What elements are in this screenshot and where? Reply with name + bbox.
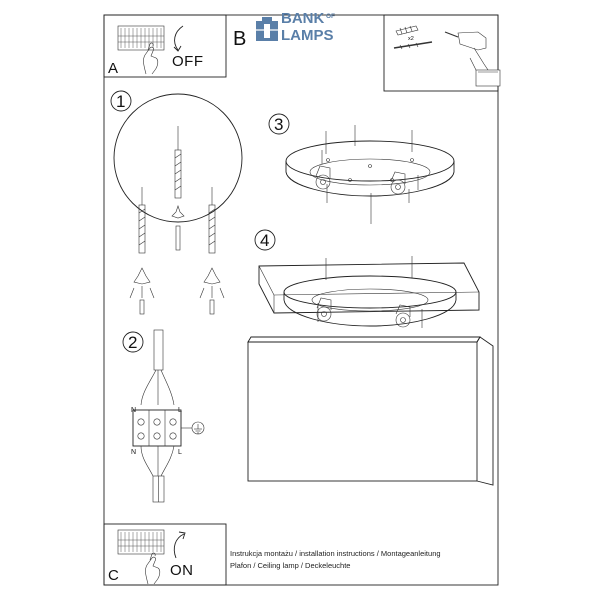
panel-a-state: OFF <box>172 53 204 70</box>
svg-text:2: 2 <box>128 333 137 352</box>
arrow-down-icon <box>173 25 184 52</box>
bank-of-lamps-logo: BANK OF LAMPS <box>256 10 335 44</box>
step-4-badge: 4 <box>254 229 276 251</box>
quantity-label: x2 <box>408 36 414 42</box>
step-1-badge: 1 <box>110 90 132 112</box>
ground-symbol-icon <box>181 421 205 435</box>
footer: Instrukcja montażu / installation instru… <box>230 549 441 570</box>
lamp-socket-right-mounted <box>395 304 411 328</box>
panel-a-switch-off: A OFF <box>103 14 227 78</box>
logo-of: OF <box>326 13 335 20</box>
plate-screws <box>321 125 419 224</box>
ceiling-board <box>258 262 480 314</box>
wire-label-live-bottom: L <box>178 449 182 456</box>
wire-label-neutral-top: N <box>131 407 136 414</box>
detail-circle <box>113 93 243 223</box>
step-4-shade-assembly: 4 <box>247 229 494 486</box>
panel-c-letter: C <box>108 567 119 584</box>
step-3-badge: 3 <box>268 113 290 135</box>
wall-plug-icon <box>395 25 419 36</box>
step-3-mounting-plate: 3 <box>268 113 455 224</box>
footer-product: Plafon / Ceiling lamp / Deckeleuchte <box>230 561 350 570</box>
anchor-bolt-left <box>129 187 155 315</box>
cable-bottom <box>140 445 175 503</box>
panel-c-switch-on: C ON <box>103 523 227 586</box>
logo-line-2: LAMPS <box>281 27 334 44</box>
tools-box <box>383 14 499 92</box>
hand-icon <box>143 42 159 75</box>
footer-instructions: Instrukcja montażu / installation instru… <box>230 549 441 558</box>
wire-label-live-top: L <box>178 407 182 414</box>
page-frame <box>103 14 499 586</box>
panel-a-letter: A <box>108 60 118 77</box>
cable-top <box>140 329 175 406</box>
lamp-socket-right <box>390 171 406 195</box>
anchor-bolt-center <box>171 126 185 251</box>
panel-b-tools: B BANK OF LAMPS x2 <box>233 10 501 92</box>
step-2-wiring: 2 N L N L <box>122 329 205 503</box>
ceiling-plate <box>285 140 455 197</box>
drill-icon <box>444 31 501 87</box>
terminal-block-icon <box>117 25 165 51</box>
svg-text:3: 3 <box>274 115 283 134</box>
panel-c-state: ON <box>170 562 194 579</box>
lamp-shade-box <box>247 336 494 486</box>
panel-c-frame <box>103 523 227 586</box>
lighthouse-icon <box>256 17 278 41</box>
terminal-block-icon <box>117 529 165 555</box>
terminal-block <box>132 409 182 447</box>
wire-label-neutral-bottom: N <box>131 449 136 456</box>
svg-text:4: 4 <box>260 231 269 250</box>
screw-icon <box>393 41 433 50</box>
logo-line-1: BANK <box>281 10 324 27</box>
lamp-socket-left-mounted <box>316 297 332 322</box>
mounted-plate <box>283 256 457 328</box>
anchor-bolt-right <box>199 187 225 315</box>
hand-icon <box>145 552 161 585</box>
arrow-up-icon <box>173 531 186 559</box>
svg-text:1: 1 <box>116 92 125 111</box>
step-1-mounting: 1 <box>110 90 243 315</box>
step-2-badge: 2 <box>122 331 144 353</box>
panel-a-frame <box>103 14 227 78</box>
panel-b-letter: B <box>233 28 246 50</box>
lamp-socket-left <box>315 165 331 190</box>
